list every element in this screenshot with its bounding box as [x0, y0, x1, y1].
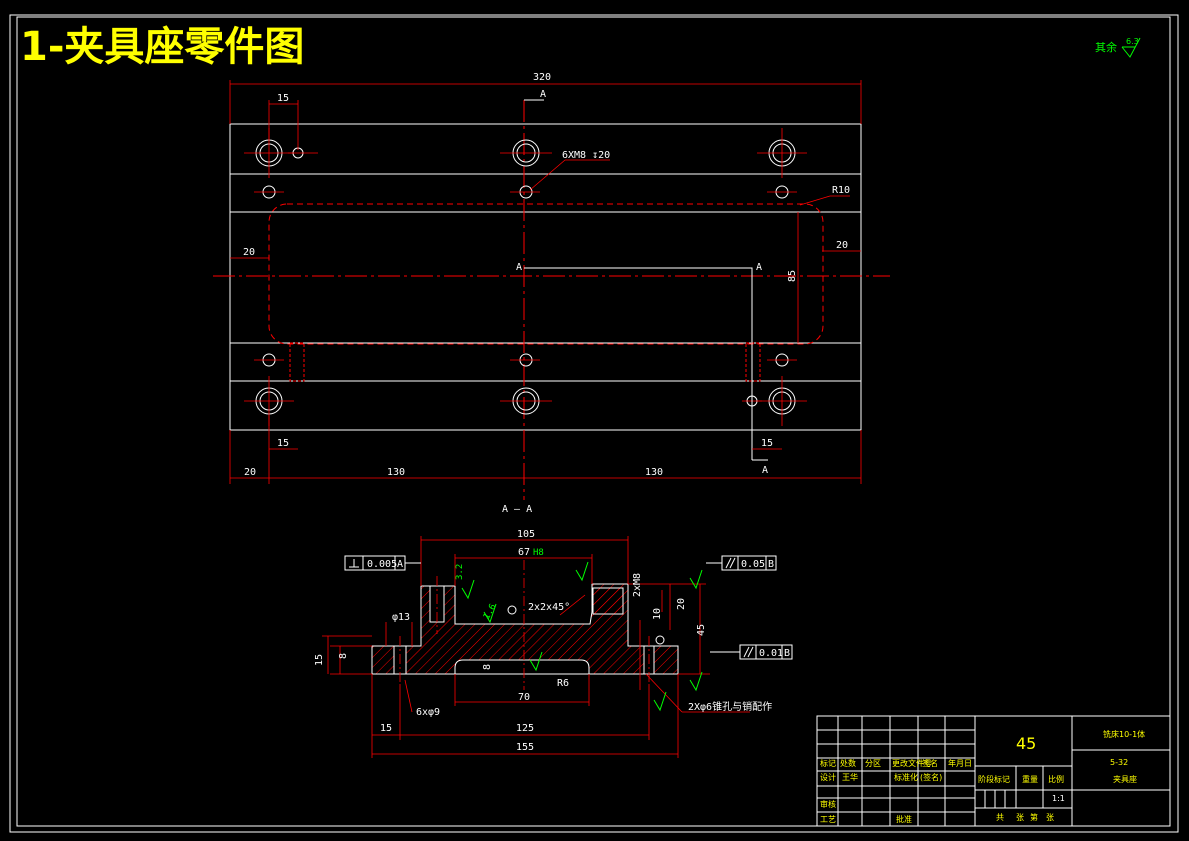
dim-10: 10 — [652, 608, 663, 620]
relief-groove — [454, 659, 590, 675]
top-view: A A A A 320 15 20 20 15 15 20 130 — [213, 72, 890, 515]
title-block — [816, 715, 1171, 827]
svg-text:张: 张 — [1046, 813, 1054, 822]
svg-text:处数: 处数 — [840, 758, 856, 768]
dim-height-85: 85 — [787, 270, 798, 282]
dim-15-left: 15 — [314, 654, 325, 666]
svg-text:第: 第 — [1030, 812, 1038, 822]
section-mark-top: A — [540, 89, 546, 100]
dim-span-left: 130 — [387, 467, 405, 478]
dim-bottom-left: 20 — [244, 467, 256, 478]
tol-par2-ref: B — [784, 648, 790, 659]
scale: 1:1 — [1052, 794, 1065, 803]
svg-text:签名: 签名 — [922, 758, 938, 768]
tolerance-parallel-2 — [710, 644, 793, 660]
svg-text:设计: 设计 — [820, 772, 836, 782]
drawing-title: 1-夹具座零件图 — [20, 24, 304, 70]
tol-par1-ref: B — [768, 559, 774, 570]
section-mark-left: A — [516, 262, 522, 273]
slot-note: H8 — [533, 548, 544, 558]
pin-note: 2Xφ6锥孔与销配作 — [688, 700, 772, 713]
dim-edge-top: 15 — [277, 93, 289, 104]
dim-top-width: 105 — [517, 529, 535, 540]
tol-par1-value: 0.05 — [741, 559, 765, 570]
drawing-number: 5-32 — [1110, 758, 1128, 767]
svg-text:分区: 分区 — [865, 759, 881, 768]
tol-par2-value: 0.01 — [759, 648, 783, 659]
svg-text:更改文件号: 更改文件号 — [892, 758, 932, 768]
title-block-headers: 标记 处数 分区 更改文件号 签名 年月日 设计 王华 标准化 (签名) 审核 … — [820, 758, 1064, 824]
svg-text:工艺: 工艺 — [820, 815, 836, 824]
chamfer-note: 2x2x45° — [528, 602, 570, 613]
hidden-pocket — [268, 203, 824, 345]
tol-perp-value: 0.005 — [367, 559, 397, 570]
rough-16: 1.6 — [482, 602, 499, 621]
svg-text:标记: 标记 — [820, 758, 836, 768]
dim-8-left: 8 — [338, 653, 349, 659]
dim-edge-bottom-right: 15 — [761, 438, 773, 449]
radius-6: R6 — [557, 678, 569, 689]
svg-text:批准: 批准 — [896, 814, 912, 824]
svg-text:比例: 比例 — [1048, 774, 1064, 784]
svg-text:共: 共 — [996, 813, 1004, 822]
material: 45 — [1016, 734, 1036, 753]
tol-perp-ref: A — [397, 559, 403, 570]
dim-span-right: 130 — [645, 467, 663, 478]
roughness-symbol: 其余 6.3 — [1095, 37, 1141, 58]
section-mark-right: A — [756, 262, 762, 273]
dim-edge-bottom-left: 15 — [277, 438, 289, 449]
svg-text:阶段标记: 阶段标记 — [978, 774, 1010, 784]
dia-13: φ13 — [392, 612, 410, 623]
counterbore-holes — [255, 139, 796, 415]
part-name: 夹具座 — [1113, 774, 1137, 784]
dim-right-margin: 20 — [836, 240, 848, 251]
radius-note: R10 — [832, 185, 850, 196]
dim-20: 20 — [676, 598, 687, 610]
dim-overall-width: 320 — [533, 72, 551, 83]
thread-side: 2xM8 — [632, 573, 643, 597]
svg-text:年月日: 年月日 — [948, 758, 972, 768]
roughness-value: 6.3 — [1126, 37, 1139, 46]
section-cut-line — [524, 99, 768, 461]
series: 铣床10-1体 — [1103, 729, 1145, 739]
svg-text:审核: 审核 — [820, 799, 836, 809]
dim-125: 125 — [516, 723, 534, 734]
roughness-note: 其余 — [1095, 40, 1117, 54]
thread-note: 6XM8 ↧20 — [562, 150, 610, 161]
tolerance-perpendicular — [344, 555, 421, 571]
dim-8-mid: 8 — [482, 664, 493, 670]
dim-70: 70 — [518, 692, 530, 703]
svg-text:(签名): (签名) — [920, 772, 942, 782]
dim-45: 45 — [696, 624, 707, 636]
top-view-outline — [229, 123, 862, 431]
svg-text:重量: 重量 — [1022, 774, 1038, 784]
svg-text:张: 张 — [1016, 813, 1024, 822]
inner-border — [16, 16, 1171, 827]
rough-32: 3.2 — [455, 564, 465, 580]
svg-text:王华: 王华 — [842, 772, 858, 782]
dim-left-margin: 20 — [243, 247, 255, 258]
dim-15-bottom: 15 — [380, 723, 392, 734]
outer-border — [9, 14, 1179, 833]
dim-155: 155 — [516, 742, 534, 753]
threaded-holes — [262, 147, 789, 407]
roughness-marks — [461, 561, 703, 712]
holes-9: 6xφ9 — [416, 707, 440, 718]
section-view: 105 67 H8 2x2x45° 2xM8 20 10 45 15 8 8 φ… — [314, 529, 793, 758]
tolerance-parallel-1 — [706, 555, 777, 571]
section-mark-bottom: A — [762, 465, 768, 476]
svg-text:标准化: 标准化 — [894, 772, 918, 782]
section-title: A — A — [502, 504, 532, 515]
dim-slot-width: 67 — [518, 547, 530, 558]
